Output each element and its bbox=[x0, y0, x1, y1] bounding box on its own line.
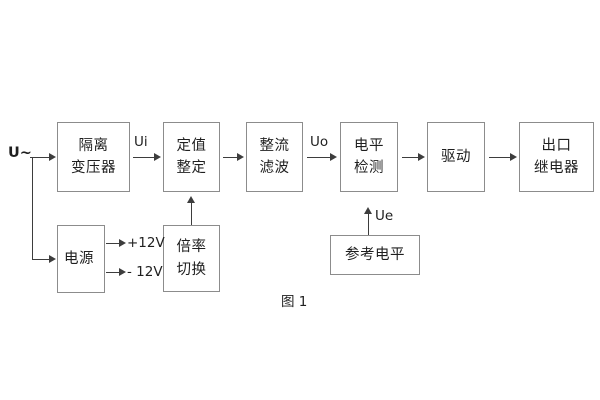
block-drive-line1: 驱动 bbox=[441, 148, 471, 165]
block-reference-level[interactable]: 参考电平 bbox=[330, 235, 420, 275]
rail-pos12v-line bbox=[106, 243, 120, 244]
input-branch-trunk bbox=[32, 157, 33, 259]
block-power-supply[interactable]: 电源 bbox=[57, 225, 105, 293]
reference-to-level-line bbox=[368, 213, 369, 235]
block-setting-value-line2: 整定 bbox=[176, 160, 207, 176]
uo-line bbox=[307, 157, 331, 158]
block-drive[interactable]: 驱动 bbox=[427, 122, 485, 192]
block-setting-value-line1: 定值 bbox=[176, 137, 207, 154]
block-output-relay-line1: 出口 bbox=[541, 137, 572, 154]
signal-label-uo: Uo bbox=[310, 134, 329, 150]
block-level-detection-line1: 电平 bbox=[354, 137, 384, 154]
rail-neg12v-label: - 12V bbox=[127, 264, 163, 280]
ui-line bbox=[133, 157, 155, 158]
branch-to-power-arrow bbox=[49, 255, 56, 263]
block-reference-level-line1: 参考电平 bbox=[345, 246, 405, 263]
branch-to-power-line bbox=[32, 259, 50, 260]
block-multiplier-switch-line1: 倍率 bbox=[176, 239, 207, 256]
multiplier-to-setting-line bbox=[191, 202, 192, 225]
block-level-detection-line2: 检测 bbox=[354, 160, 384, 176]
block-power-supply-line1: 电源 bbox=[64, 250, 94, 267]
multiplier-to-setting-arrow bbox=[187, 196, 195, 203]
rail-pos12v-label: +12V bbox=[127, 235, 165, 251]
figure-caption: 图 1 bbox=[281, 294, 308, 310]
block-rectify-filter-line1: 整流 bbox=[259, 137, 290, 154]
block-output-relay[interactable]: 出口 继电器 bbox=[519, 122, 594, 192]
reference-to-level-arrow bbox=[364, 207, 372, 214]
rail-neg12v-arrow bbox=[119, 268, 126, 276]
rail-neg12v-line bbox=[106, 272, 120, 273]
block-output-relay-line2: 继电器 bbox=[534, 160, 579, 176]
ui-arrow bbox=[154, 153, 161, 161]
block-multiplier-switch-line2: 切换 bbox=[176, 261, 207, 278]
uo-arrow bbox=[330, 153, 337, 161]
level-to-drive-line bbox=[402, 157, 419, 158]
block-isolation-transformer[interactable]: 隔离 变压器 bbox=[57, 122, 130, 192]
branch-to-isolation-arrow bbox=[49, 153, 56, 161]
level-to-drive-arrow bbox=[418, 153, 425, 161]
drive-to-relay-arrow bbox=[510, 153, 517, 161]
branch-to-isolation-line bbox=[32, 157, 50, 158]
signal-label-ue: Ue bbox=[375, 208, 394, 224]
setting-to-rectify-arrow bbox=[237, 153, 244, 161]
drive-to-relay-line bbox=[489, 157, 511, 158]
signal-label-ui: Ui bbox=[134, 134, 148, 150]
rail-pos12v-arrow bbox=[119, 239, 126, 247]
block-setting-value[interactable]: 定值 整定 bbox=[163, 122, 220, 192]
block-isolation-transformer-line1: 隔离 bbox=[78, 137, 109, 154]
block-rectify-filter[interactable]: 整流 滤波 bbox=[246, 122, 303, 192]
block-level-detection[interactable]: 电平 检测 bbox=[340, 122, 398, 192]
setting-to-rectify-line bbox=[223, 157, 238, 158]
block-isolation-transformer-line2: 变压器 bbox=[71, 160, 116, 176]
block-multiplier-switch[interactable]: 倍率 切换 bbox=[163, 225, 220, 292]
input-source-label: U~ bbox=[8, 145, 32, 161]
block-rectify-filter-line2: 滤波 bbox=[259, 160, 290, 176]
